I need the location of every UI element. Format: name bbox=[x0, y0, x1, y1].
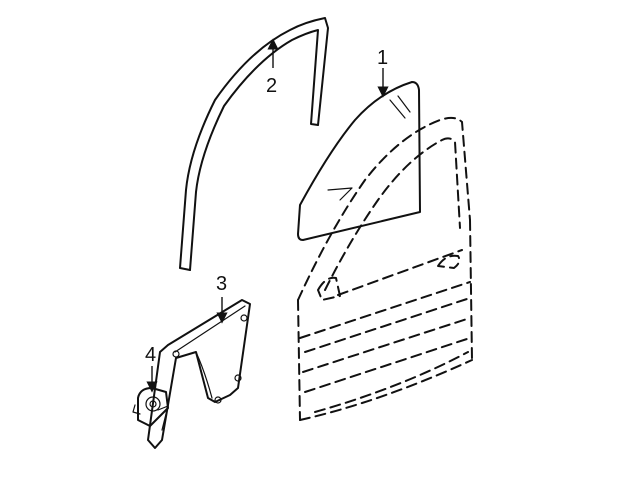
callout-4-label: 4 bbox=[145, 344, 156, 366]
callout-3-label: 3 bbox=[216, 273, 227, 295]
window-regulator bbox=[147, 299, 251, 449]
door-glass bbox=[297, 81, 421, 241]
glass-run-channel bbox=[179, 17, 329, 271]
door-shell bbox=[297, 116, 473, 421]
callout-1-label: 1 bbox=[377, 47, 388, 69]
callout-2-label: 2 bbox=[266, 75, 277, 97]
